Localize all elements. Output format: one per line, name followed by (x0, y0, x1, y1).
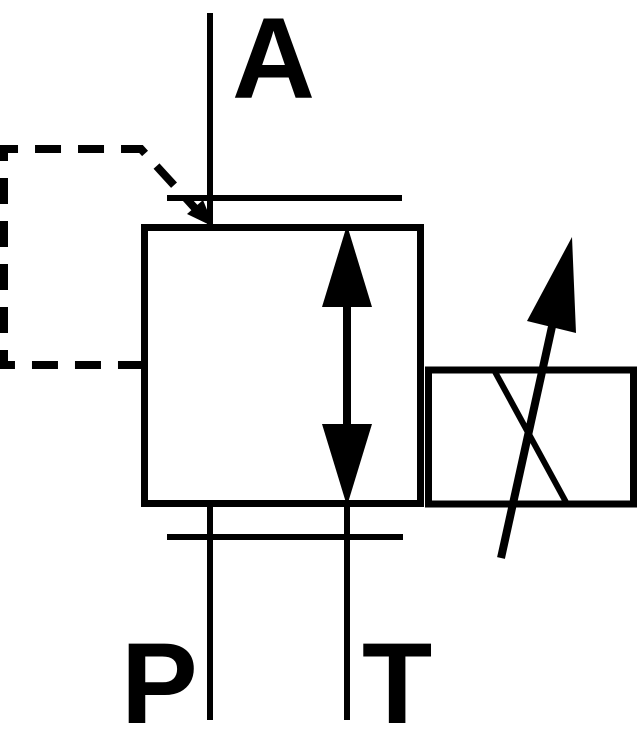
proportional-adjustment-arrow (497, 237, 576, 559)
solenoid-box (425, 366, 637, 508)
port-p-label: P (121, 620, 198, 748)
double-arrow-down-head-icon (322, 424, 372, 506)
port-t-label: T (362, 620, 432, 748)
pilot-control-dashed-line (0, 145, 206, 369)
proportional-arrow-shaft (497, 321, 557, 559)
double-arrow-up-head-icon (322, 225, 372, 307)
flow-double-arrow (322, 225, 372, 506)
pilot-arrowhead-icon (187, 200, 214, 227)
valve-body-box (141, 224, 424, 507)
proportional-arrow-head-icon (527, 237, 576, 333)
port-a-label: A (232, 0, 315, 123)
